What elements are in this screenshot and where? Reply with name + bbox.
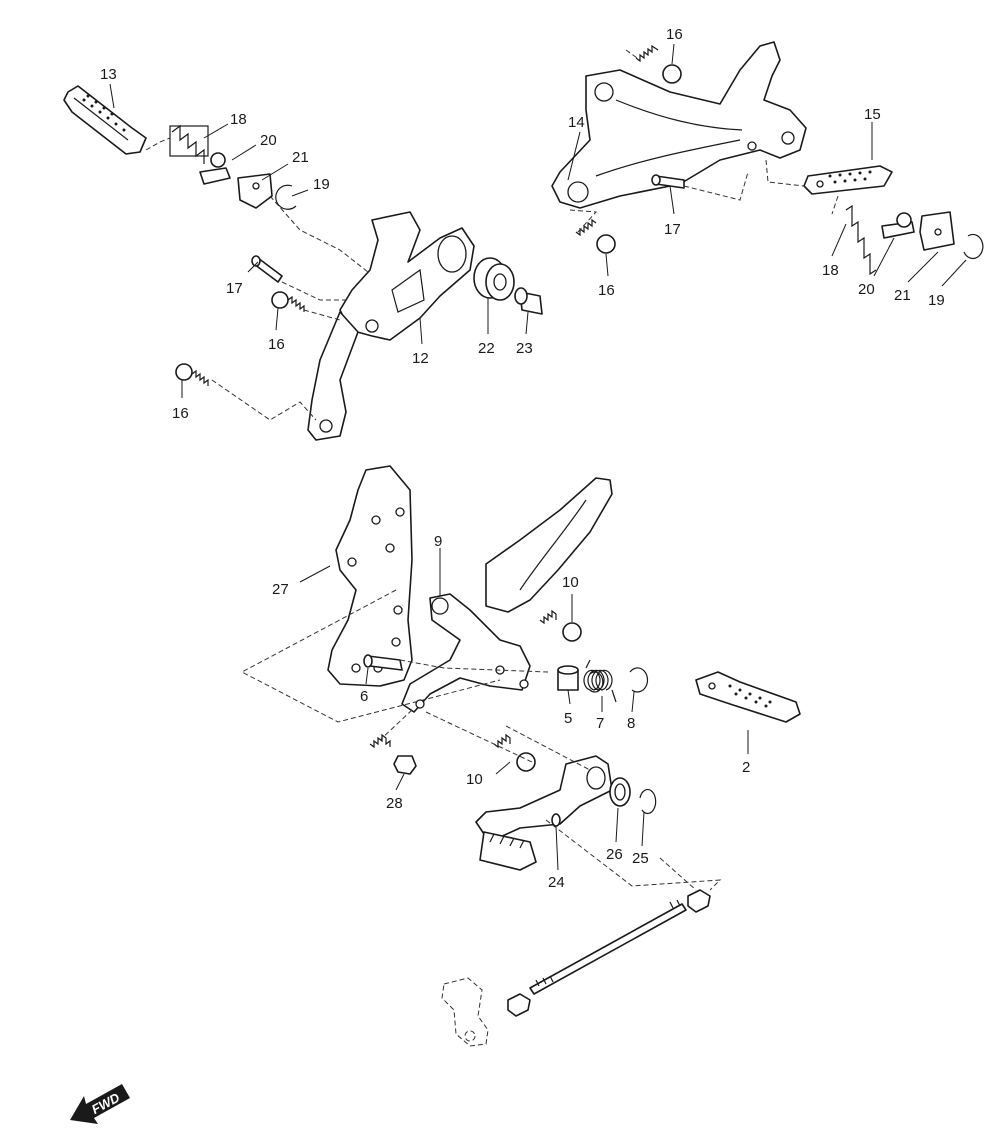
callout-19-left: 19: [313, 176, 330, 193]
bracket-14: [551, 41, 807, 209]
circlip-25: [639, 788, 657, 815]
callout-leaders: [109, 43, 967, 871]
callout-9: 9: [434, 533, 442, 550]
callout-18-right: 18: [822, 262, 839, 279]
spring-18-right: [845, 204, 877, 276]
bolt-16-lower: [575, 218, 616, 254]
footpeg-15: [803, 165, 893, 195]
bracket-12: [307, 211, 475, 441]
footpeg-2: [695, 671, 801, 723]
callout-16-left-a: 16: [268, 336, 285, 353]
callout-27: 27: [272, 581, 289, 598]
shift-lever-24: [475, 755, 613, 871]
bolt-16-c: [175, 363, 209, 386]
callout-16-right-top: 16: [666, 26, 683, 43]
callout-16-left-c: 16: [172, 405, 189, 422]
right-passenger-footpeg-assembly: [551, 41, 984, 276]
callout-20-right: 20: [858, 281, 875, 298]
e-clip-19: [275, 184, 297, 210]
callout-28: 28: [386, 795, 403, 812]
washer-26: [609, 777, 631, 807]
callout-16-right-lower: 16: [598, 282, 615, 299]
callout-10-lower: 10: [466, 771, 483, 788]
rider-rearset-assembly: [240, 465, 801, 1047]
shift-rod: [507, 889, 711, 1017]
callout-24: 24: [548, 874, 565, 891]
callout-10-upper: 10: [562, 574, 579, 591]
callout-7: 7: [596, 715, 604, 732]
bolt-16-a: [271, 291, 305, 312]
return-spring-7: [583, 659, 617, 703]
fwd-direction-arrow: FWD: [70, 1084, 130, 1124]
collar-5: [557, 665, 579, 691]
callout-8: 8: [627, 715, 635, 732]
callout-2: 2: [742, 759, 750, 776]
pivot-pin-6: [363, 654, 403, 671]
callout-17-left: 17: [226, 280, 243, 297]
shift-arm-reference: [441, 977, 489, 1047]
pin-17: [251, 255, 283, 283]
callout-numbers: 13 18 20 21 19 17 16 12 22 23 16 16 14 1…: [100, 26, 945, 891]
callout-13: 13: [100, 66, 117, 83]
e-clip-19-right: [963, 233, 984, 260]
e-clip-8: [629, 667, 649, 693]
left-passenger-footpeg-assembly: [63, 85, 543, 441]
callout-17-right: 17: [664, 221, 681, 238]
callout-19-right: 19: [928, 292, 945, 309]
bolt-28: [369, 733, 417, 775]
callout-21-right: 21: [894, 287, 911, 304]
callout-12: 12: [412, 350, 429, 367]
bolt-16-top: [635, 44, 682, 84]
callout-15: 15: [864, 106, 881, 123]
callout-21-left: 21: [292, 149, 309, 166]
damper-22: [473, 257, 515, 301]
detent-plate-20: [199, 152, 231, 185]
callout-5: 5: [564, 710, 572, 727]
spring-18: [169, 124, 209, 164]
callout-6: 6: [360, 688, 368, 705]
collar-23: [514, 287, 543, 315]
plate-21-right: [919, 211, 955, 251]
callout-22: 22: [478, 340, 495, 357]
mounting-plate-27: [327, 465, 413, 687]
footpeg-13: [63, 85, 147, 155]
detent-plate-20-right: [881, 212, 915, 239]
callout-23: 23: [516, 340, 533, 357]
callout-18-left: 18: [230, 111, 247, 128]
callout-20-left: 20: [260, 132, 277, 149]
bracket-9: [401, 477, 613, 713]
pin-17-right: [651, 174, 685, 189]
callout-14: 14: [568, 114, 585, 131]
bolt-10-lower: [493, 733, 536, 772]
callout-25: 25: [632, 850, 649, 867]
bolt-10-upper: [539, 609, 582, 642]
plate-21: [237, 173, 273, 209]
callout-26: 26: [606, 846, 623, 863]
